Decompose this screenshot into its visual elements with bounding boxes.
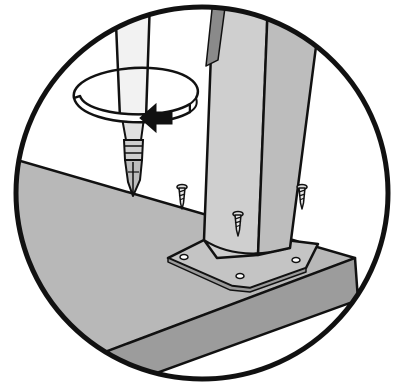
illustration-canvas (0, 0, 404, 387)
assembly-illustration (0, 0, 404, 387)
scene (0, 0, 404, 387)
